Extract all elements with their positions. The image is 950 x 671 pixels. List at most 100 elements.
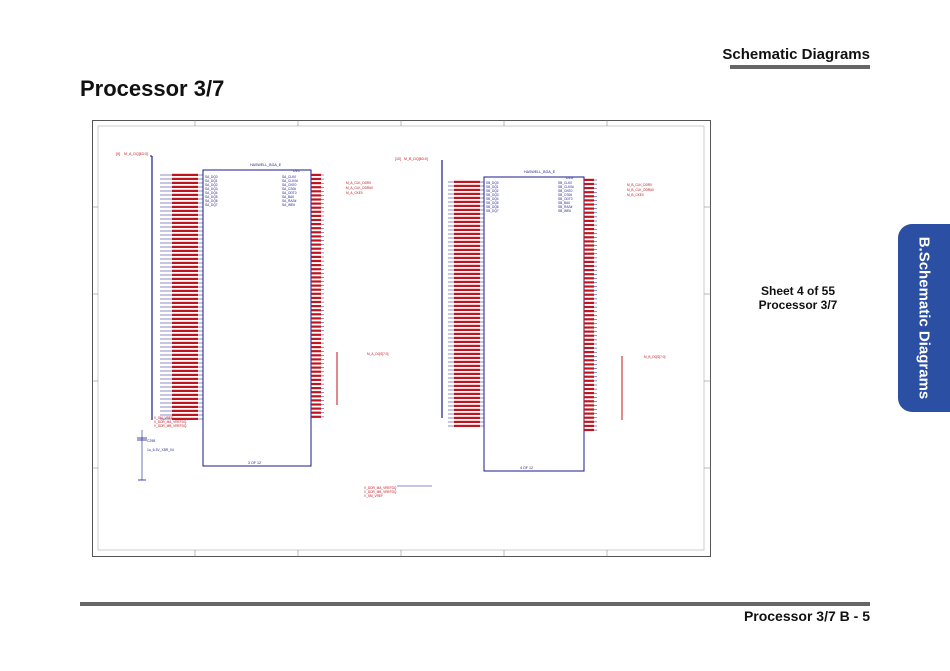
- sheet-number: Sheet 4 of 55: [760, 284, 836, 298]
- left-ic-pin-pad: [172, 241, 198, 244]
- left-ic-pin-pad: [172, 261, 198, 264]
- right-ic-pin-pad: [454, 224, 480, 227]
- right-ic-pin-sb-dq7: SB_DQ7: [486, 209, 499, 213]
- right-ic-out-pad: [584, 228, 594, 231]
- left-ic-pin-pad: [172, 337, 198, 340]
- left-ic-out-pad: [311, 350, 321, 353]
- right-ic-pin-pad: [454, 408, 480, 411]
- left-ic-pin-pad: [172, 305, 198, 308]
- right-ic-pin-sb-dq1: SB_DQ1: [486, 185, 499, 189]
- right-ic-pin-pad: [454, 420, 480, 423]
- left-ic-pin-sa-dq0: SA_DQ0: [205, 175, 218, 179]
- right-ic-out-pad: [584, 330, 594, 333]
- right-ic-pin-pad: [454, 332, 480, 335]
- right-ic-out-pad: [584, 383, 594, 386]
- left-ic-out-pad: [311, 190, 321, 193]
- right-ic-footer: 4 OF 12: [520, 466, 533, 470]
- left-ic-out-pad: [311, 288, 321, 291]
- left-ic-out-pad: [311, 194, 321, 197]
- net-label-m-a-cke0: M_A_CKE0: [346, 191, 363, 195]
- left-ic-out-pad: [311, 210, 321, 213]
- right-ic-pin-pad: [454, 256, 480, 259]
- left-ic-out-pad: [311, 378, 321, 381]
- vref-label-mb: V_DDR_MB_VREFDQ: [154, 424, 187, 428]
- left-ic-pin-pad: [172, 377, 198, 380]
- left-ic-out-pad: [311, 255, 321, 258]
- left-ic-pin-pad: [172, 253, 198, 256]
- right-ic-pin-pad: [454, 228, 480, 231]
- left-ic-out-pad: [311, 243, 321, 246]
- left-ic-out-pad: [311, 391, 321, 394]
- right-ic-pin-sb-clk0: SB_CLK0: [558, 181, 572, 185]
- right-ic-out-pad: [584, 408, 594, 411]
- left-ic-pin-pad: [172, 221, 198, 224]
- left-ic-pin-pad: [172, 397, 198, 400]
- right-ic-pin-pad: [454, 380, 480, 383]
- left-ic-pin-pad: [172, 309, 198, 312]
- left-ic-out-pad: [311, 305, 321, 308]
- right-ic-pin-pad: [454, 416, 480, 419]
- left-ic-pin-pad: [172, 325, 198, 328]
- left-ic-out-pad: [311, 268, 321, 271]
- right-ic-pin-pad: [454, 368, 480, 371]
- right-ic-pin-pad: [454, 344, 480, 347]
- right-ic-pin-sb-wen: SB_WE#: [558, 209, 571, 213]
- left-ic-out-pad: [311, 354, 321, 357]
- left-ic-pin-pad: [172, 329, 198, 332]
- right-ic-out-pad: [584, 199, 594, 202]
- right-ic-pin-pad: [454, 388, 480, 391]
- left-ic-out-pad: [311, 227, 321, 230]
- vref-label-ma: V_DDR_MA_VREFDQ: [154, 420, 187, 424]
- right-ic-out-pad: [584, 182, 594, 186]
- right-ic-out-pad: [584, 322, 594, 325]
- left-ic-pin-pad: [172, 185, 198, 188]
- right-ic-pin-pad: [454, 356, 480, 359]
- left-ic-pin-pad: [172, 373, 198, 376]
- left-ic-out-pad: [311, 251, 321, 254]
- right-ic-pin-sb-rasn: SB_RAS#: [558, 205, 573, 209]
- right-ic-pin-pad: [454, 396, 480, 399]
- right-ic-out-pad: [584, 400, 594, 403]
- right-ic-pin-pad: [454, 372, 480, 375]
- right-ic-out-pad: [584, 248, 594, 251]
- left-ic-out-pad: [311, 313, 321, 316]
- left-ic-pin-pad: [172, 393, 198, 396]
- right-ic-out-pad: [584, 314, 594, 317]
- right-ic-pin-pad: [454, 240, 480, 243]
- right-bus-ref: [10]: [395, 157, 401, 161]
- left-ic-out-pad: [311, 235, 321, 238]
- sheet-name: Processor 3/7: [758, 298, 838, 312]
- right-ic-pin-sb-cs0n: SB_CS0#: [558, 193, 572, 197]
- right-ic-pin-pad: [454, 284, 480, 287]
- left-ic-pin-pad: [172, 181, 198, 184]
- right-ic-pin-pad: [454, 268, 480, 271]
- left-ic-pin-sa-rasn: SA_RAS#: [282, 199, 297, 203]
- left-ic-pin-pad: [172, 265, 198, 268]
- right-ic-pin-pad: [454, 244, 480, 247]
- left-ic-refdes: U1C: [293, 169, 301, 173]
- right-ic-pin-pad: [454, 336, 480, 339]
- bottom-label-sm-vref: V_SM_VREF: [364, 494, 383, 498]
- right-ic-pin-pad: [454, 304, 480, 307]
- right-ic-pin-pad: [454, 252, 480, 255]
- right-ic-out-pad: [584, 424, 594, 427]
- right-ic-out-pad: [584, 338, 594, 341]
- left-ic-out-pad: [311, 387, 321, 390]
- section-side-tab: B.Schematic Diagrams: [898, 224, 950, 412]
- vref-label-sm: V_SM_VREF: [154, 416, 173, 420]
- right-ic-pin-pad: [454, 340, 480, 343]
- left-ic-out-pad: [311, 403, 321, 406]
- left-ic-pin-sa-dq5: SA_DQ5: [205, 195, 218, 199]
- left-ic-pin-sa-cs0n: SA_CS0#: [282, 187, 296, 191]
- right-ic-part-name: HASWELL_BGA_E: [524, 170, 556, 174]
- right-ic-out-pad: [584, 215, 594, 218]
- left-ic-pin-sa-dq3: SA_DQ3: [205, 187, 218, 191]
- left-ic-pin-pad: [172, 409, 198, 412]
- right-ic-pin-pad: [454, 196, 480, 199]
- net-label-m-b-cke0: M_B_CKE0: [627, 193, 644, 197]
- left-ic-pin-pad: [172, 233, 198, 236]
- left-ic-out-pad: [311, 186, 321, 189]
- right-ic-pin-pad: [454, 360, 480, 363]
- left-ic-out-pad: [311, 173, 321, 176]
- net-label-m-b-clk-ddr0n: M_B_CLK_DDR#0: [627, 188, 654, 192]
